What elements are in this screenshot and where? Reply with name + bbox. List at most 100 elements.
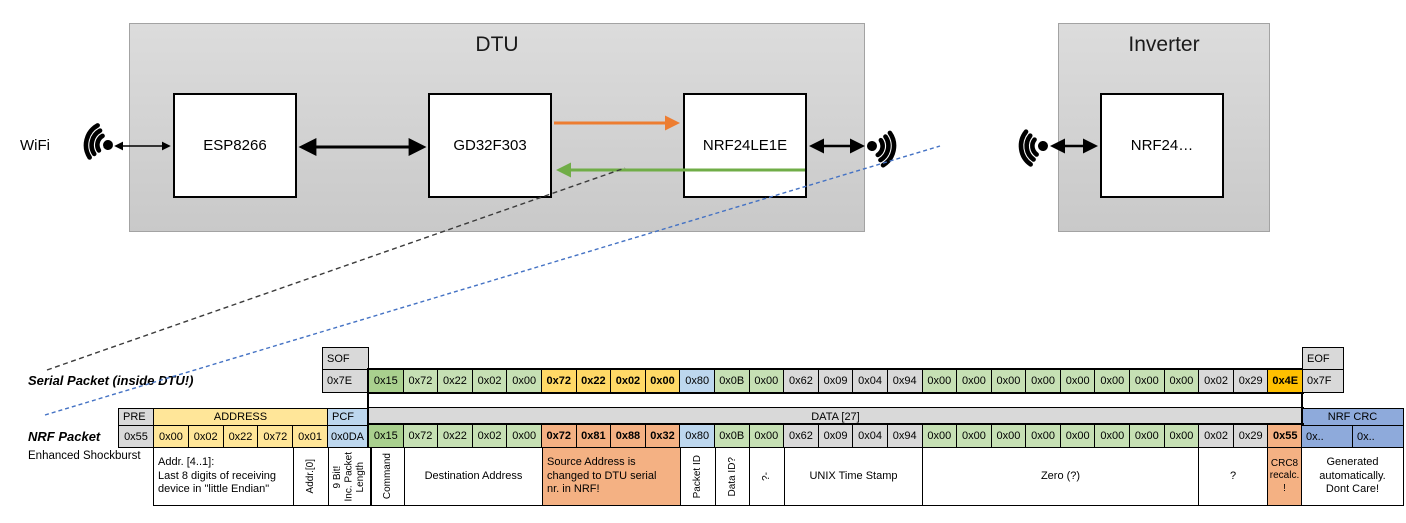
byte-cell: 0x00 (990, 425, 1026, 447)
pre-header-cell: PRE (118, 408, 154, 426)
byte-cell: 0x80 (679, 370, 714, 392)
eof-value-cell: 0x7F (1302, 369, 1344, 393)
byte-cell: 0x0B (713, 370, 749, 392)
byte-cell: 0x02 (1198, 425, 1233, 447)
annotation-destination: Destination Address (404, 448, 542, 505)
byte-cell: 0x00 (921, 370, 957, 392)
byte-cell: 0x62 (783, 425, 818, 447)
byte-cell: 0x22 (222, 426, 258, 447)
byte-cell: 0x22 (575, 370, 611, 392)
nrf-crc-byte-row: 0x..0x.. (1301, 425, 1404, 448)
byte-cell: 0x22 (437, 425, 472, 447)
byte-cell: 0x00 (1025, 425, 1060, 447)
annotation-unix-timestamp-text: UNIX Time Stamp (809, 469, 898, 482)
byte-cell: 0x00 (1059, 425, 1095, 447)
byte-cell: 0x4E (1267, 370, 1303, 392)
byte-cell: 0x88 (610, 425, 645, 447)
byte-cell: 0x55 (1267, 425, 1303, 447)
pre-value-cell: 0x55 (118, 425, 154, 448)
byte-cell: 0x15 (369, 370, 403, 392)
byte-cell: 0x02 (1198, 370, 1233, 392)
annotation-row: Addr. [4..1]: Last 8 digits of receiving… (153, 447, 1404, 506)
annotation-command-text: Command (382, 453, 394, 500)
address-header-cell: ADDRESS (153, 408, 328, 426)
byte-cell: 0x72 (402, 370, 438, 392)
byte-cell: 0x02 (471, 425, 507, 447)
nrf-crc-header-cell: NRF CRC (1301, 408, 1404, 426)
byte-cell: 0x.. (1302, 426, 1352, 447)
byte-cell: 0x00 (921, 425, 957, 447)
byte-cell: 0x72 (402, 425, 438, 447)
annotation-zero-text: Zero (?) (1040, 469, 1081, 482)
radio-waves-icon-inverter (1018, 129, 1048, 167)
annotation-data-id-text: Data ID? (726, 456, 738, 497)
byte-cell: 0x62 (783, 370, 818, 392)
annotation-source: Source Address is changed to DTU serial … (542, 448, 680, 505)
sof-header-cell: SOF (322, 347, 369, 370)
gd32f303-label: GD32F303 (453, 137, 527, 154)
nrf24le1e-label: NRF24LE1E (702, 137, 788, 154)
annotation-generated-text: Generated automatically. Dont Care! (1319, 456, 1386, 496)
byte-cell: 0x04 (852, 370, 887, 392)
annotation-packet-id: Packet ID (680, 448, 715, 505)
esp8266-box: ESP8266 (173, 93, 297, 198)
byte-cell: 0x09 (817, 370, 853, 392)
byte-cell: 0x29 (1232, 425, 1268, 447)
byte-cell: 0x00 (1025, 370, 1060, 392)
annotation-crc8-text: CRC8 recalc. ! (1269, 457, 1300, 494)
byte-cell: 0x00 (154, 426, 188, 447)
byte-cell: 0x02 (610, 370, 645, 392)
table-connector-right (1301, 392, 1303, 424)
byte-cell: 0x94 (886, 370, 922, 392)
wifi-icon (83, 123, 113, 160)
annotation-packet-id-text: Packet ID (692, 454, 704, 499)
radio-waves-icon-dtu (867, 130, 897, 168)
byte-cell: 0x00 (644, 370, 680, 392)
byte-cell: 0x01 (292, 426, 327, 447)
byte-cell: 0x00 (1129, 425, 1164, 447)
byte-cell: 0x00 (1094, 370, 1130, 392)
annotation-address: Addr. [4..1]: Last 8 digits of receiving… (154, 448, 293, 505)
byte-cell: 0x00 (990, 370, 1026, 392)
annotation-unknown-2: ? (1198, 448, 1267, 505)
annotation-unknown-2-text: ? (1229, 469, 1237, 482)
nrf24le1e-box: NRF24LE1E (683, 93, 807, 198)
byte-cell: 0x00 (748, 425, 784, 447)
annotation-crc8: CRC8 recalc. ! (1267, 448, 1301, 505)
byte-cell: 0x15 (369, 425, 403, 447)
byte-cell: 0x00 (1163, 425, 1199, 447)
pcf-header-cell: PCF (327, 408, 368, 426)
table-connector-left (367, 392, 369, 424)
inverter-nrf24-label: NRF24… (1130, 137, 1194, 154)
byte-cell: 0x02 (471, 370, 507, 392)
dtu-title: DTU (475, 33, 519, 56)
annotation-command: Command (370, 448, 404, 505)
byte-cell: 0x22 (437, 370, 472, 392)
annotation-pcf: 9 Bit! Inc. Packet Length (328, 448, 370, 505)
byte-cell: 0x00 (1094, 425, 1130, 447)
byte-cell: 0x00 (956, 370, 991, 392)
byte-cell: 0x32 (644, 425, 680, 447)
byte-cell: 0x00 (1059, 370, 1095, 392)
byte-cell: 0x81 (575, 425, 611, 447)
byte-cell: 0x00 (956, 425, 991, 447)
byte-cell: 0x0B (713, 425, 749, 447)
annotation-addr0: Addr.[0] (293, 448, 328, 505)
byte-cell: 0x94 (886, 425, 922, 447)
inverter-title: Inverter (1128, 33, 1200, 56)
annotation-unix-timestamp: UNIX Time Stamp (784, 448, 922, 505)
byte-cell: 0x72 (540, 425, 576, 447)
byte-cell: 0x09 (817, 425, 853, 447)
annotation-pcf-text: 9 Bit! Inc. Packet Length (332, 451, 367, 502)
byte-cell: 0x04 (852, 425, 887, 447)
annotation-unknown-1: ?- (749, 448, 784, 505)
wifi-label: WiFi (20, 137, 50, 154)
annotation-unknown-1-text: ?- (761, 472, 773, 481)
annotation-destination-text: Destination Address (424, 469, 523, 482)
byte-cell: 0x72 (257, 426, 293, 447)
annotation-zero: Zero (?) (922, 448, 1198, 505)
